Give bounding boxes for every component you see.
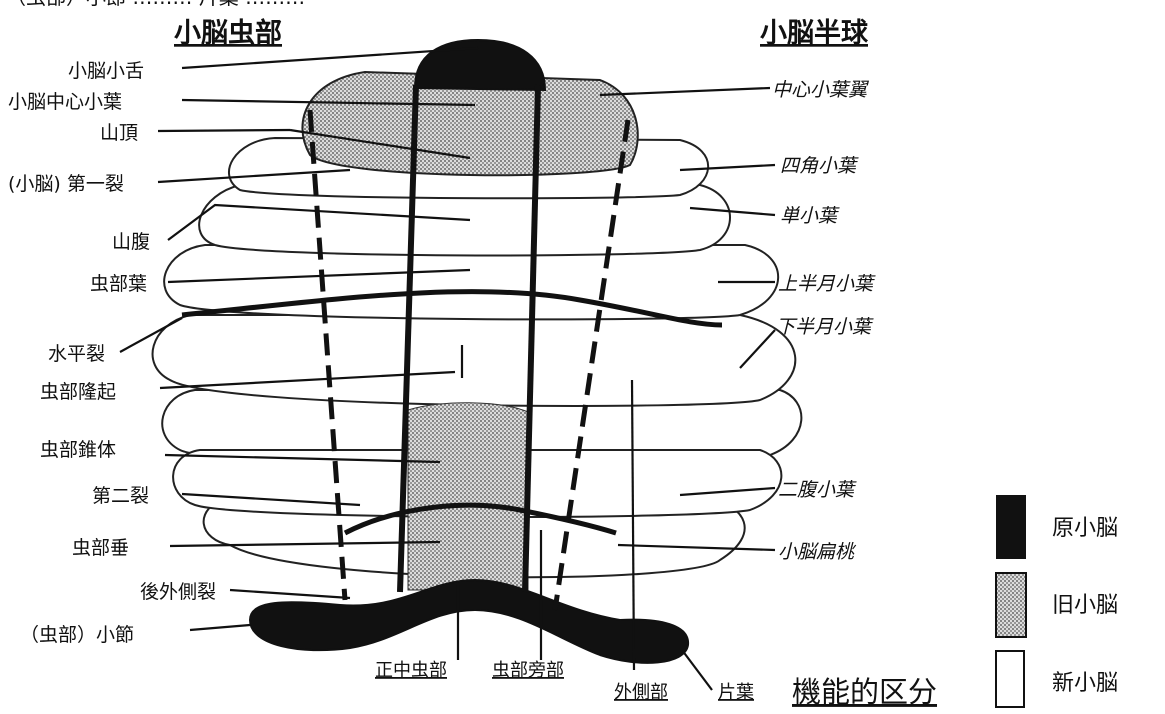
legend-label-archicerebellum: 原小脳 [1052, 516, 1118, 541]
label-lingula: 小脳小舌 [68, 60, 144, 82]
label-horizontal-fissure: 水平裂 [48, 343, 105, 365]
legend-label-neocerebellum: 新小脳 [1052, 671, 1118, 696]
label-simple-lobule: 単小葉 [780, 205, 840, 227]
label-ala-central-lobule: 中心小葉翼 [772, 79, 870, 101]
hemisphere-heading: 小脳半球 [760, 18, 869, 49]
vermis-heading: 小脳虫部 [174, 17, 282, 49]
label-tuber: 虫部隆起 [40, 381, 116, 403]
vermis-borders [307, 84, 631, 611]
label-nodulus: （虫部）小節 [20, 624, 134, 646]
bottom-labels: 正中虫部 虫部旁部 外側部 片葉 機能的区分 [375, 660, 937, 709]
label-superior-semilunar-lobule: 上半月小葉 [778, 273, 876, 295]
label-secondary-fissure: 第二裂 [92, 485, 149, 507]
label-quadrangular-lobule: 四角小葉 [780, 155, 859, 177]
label-primary-fissure: (小脳) 第一裂 [8, 173, 124, 195]
label-paravermis: 虫部旁部 [492, 660, 564, 681]
label-inferior-semilunar-lobule: 下半月小葉 [776, 316, 874, 338]
label-flocculus: 片葉 [718, 682, 754, 703]
legend-swatch-neocerebellum [995, 650, 1025, 708]
label-tonsil: 小脳扁桃 [778, 541, 857, 563]
label-folium: 虫部葉 [90, 273, 147, 295]
right-labels: 中心小葉翼 四角小葉 単小葉 上半月小葉 下半月小葉 二腹小葉 小脳扁桃 [772, 79, 876, 563]
label-pyramis: 虫部錐体 [40, 439, 116, 461]
cropped-top-text: （虫部）小節 ……… 片葉 ……… [6, 0, 305, 9]
legend: 原小脳 旧小脳 新小脳 [995, 495, 1118, 708]
label-posterolateral-fissure: 後外側裂 [140, 581, 216, 603]
leader-lines [119, 46, 776, 691]
left-labels: 小脳小舌 小脳中心小葉 山頂 (小脳) 第一裂 山腹 虫部葉 水平裂 虫部隆起 … [8, 60, 216, 646]
label-median-vermis: 正中虫部 [375, 660, 447, 681]
label-culmen: 山頂 [100, 122, 138, 144]
label-declive: 山腹 [112, 231, 150, 253]
cerebellum-outline [151, 38, 803, 664]
label-uvula: 虫部垂 [72, 537, 129, 559]
label-central-lobule: 小脳中心小葉 [8, 91, 122, 113]
legend-label-paleocerebellum: 旧小脳 [1052, 593, 1118, 618]
label-biventral-lobule: 二腹小葉 [778, 479, 857, 501]
functional-division-title: 機能的区分 [792, 675, 937, 709]
legend-swatch-paleocerebellum [995, 572, 1027, 638]
legend-swatch-archicerebellum [996, 495, 1026, 559]
label-lateral-part: 外側部 [614, 682, 668, 703]
